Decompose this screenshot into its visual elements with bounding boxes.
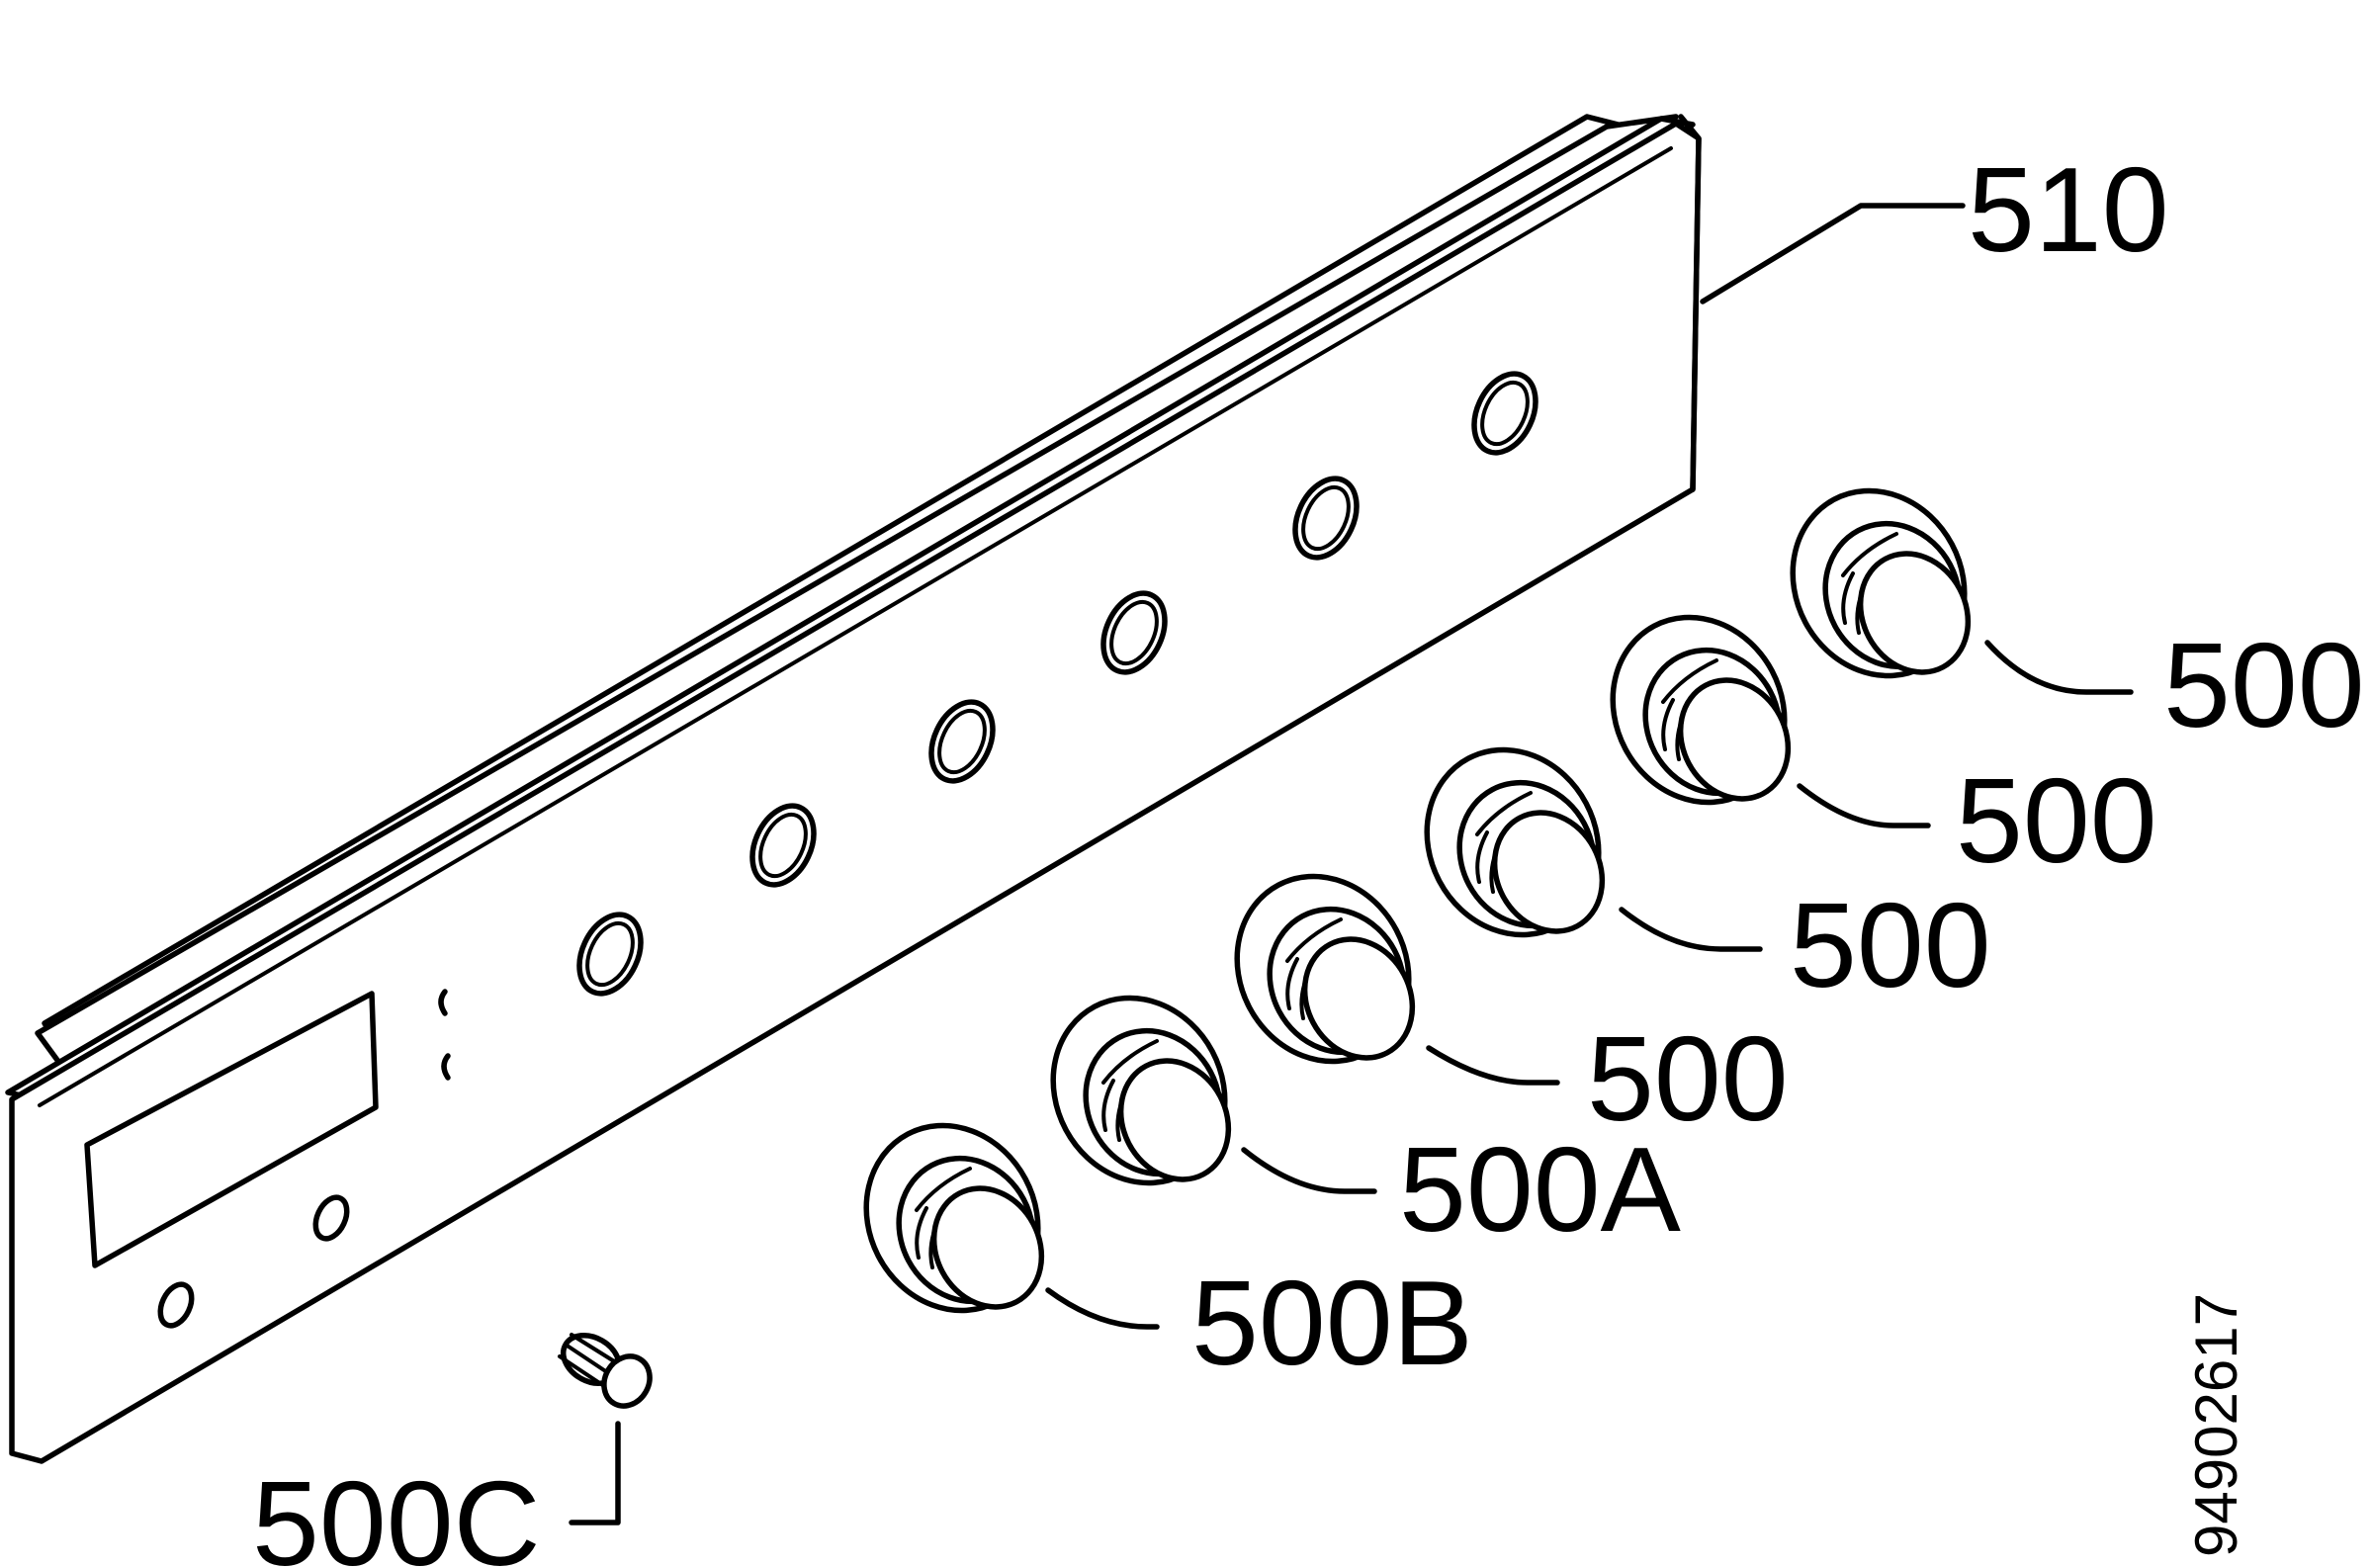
knob-b-label: 500B xyxy=(1191,1256,1473,1390)
document-number: 94902617 xyxy=(2183,1293,2249,1557)
knob-500a: 500A xyxy=(1021,968,1682,1257)
display-button-left xyxy=(157,1281,195,1329)
control-panel xyxy=(5,114,1702,1464)
indicator-lamps xyxy=(438,989,451,1081)
knob-c-label: 500C xyxy=(252,1456,541,1568)
knob-500-3: 500 xyxy=(1395,720,1991,1012)
knob-500c: 500C xyxy=(252,1333,653,1568)
knob-500-2: 500 xyxy=(1581,587,2157,888)
panel-knob-holes xyxy=(576,371,1538,997)
display-button-right xyxy=(312,1194,350,1242)
knob-3-label: 500 xyxy=(1790,878,1991,1012)
knob-1-label: 500 xyxy=(2163,618,2365,752)
knob-2-label: 500 xyxy=(1956,753,2157,888)
knob-500-1: 500 xyxy=(1761,461,2365,752)
knob-500-4: 500 xyxy=(1205,846,1789,1146)
knob-500b: 500B xyxy=(835,1095,1473,1390)
knob-4-label: 500 xyxy=(1587,1011,1789,1146)
panel-label: 510 xyxy=(1968,142,2169,277)
display-window xyxy=(84,991,379,1268)
knob-a-label: 500A xyxy=(1399,1122,1682,1257)
